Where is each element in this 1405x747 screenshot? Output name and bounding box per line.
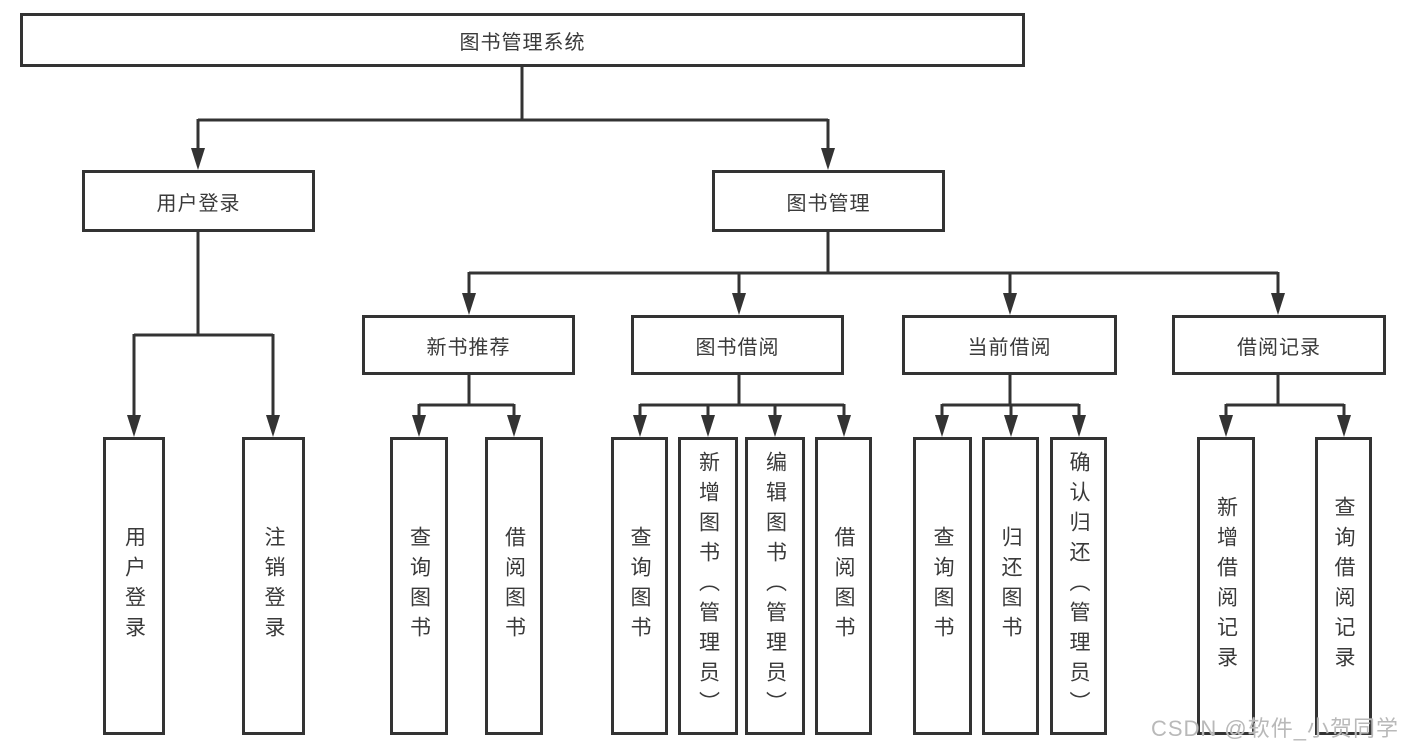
node-leaf-bb-edit-books-admin: 编辑图书（管理员） [745, 437, 805, 735]
node-leaf-bb-query-books: 查询图书 [611, 437, 668, 735]
node-book-borrowing: 图书借阅 [631, 315, 844, 375]
node-leaf-nb-borrow-books: 借阅图书 [485, 437, 543, 735]
node-book-management: 图书管理 [712, 170, 945, 232]
csdn-watermark: CSDN @软件_小贺同学 [1150, 716, 1399, 741]
node-library-management-system: 图书管理系统 [20, 13, 1025, 67]
node-leaf-user-login: 用户登录 [103, 437, 165, 735]
node-leaf-logout-login: 注销登录 [242, 437, 305, 735]
node-current-borrowing: 当前借阅 [902, 315, 1117, 375]
node-leaf-bb-borrow-books: 借阅图书 [815, 437, 872, 735]
node-leaf-cb-return-books: 归还图书 [982, 437, 1039, 735]
node-leaf-bb-add-books-admin: 新增图书（管理员） [678, 437, 738, 735]
node-user-login: 用户登录 [82, 170, 315, 232]
node-leaf-br-add-borrow-record: 新增借阅记录 [1197, 437, 1255, 735]
node-leaf-cb-query-books: 查询图书 [913, 437, 972, 735]
node-leaf-br-query-borrow-record: 查询借阅记录 [1315, 437, 1372, 735]
node-leaf-cb-confirm-return-admin: 确认归还（管理员） [1050, 437, 1107, 735]
node-new-book-recommendation: 新书推荐 [362, 315, 575, 375]
arrowheads [127, 148, 1351, 437]
node-borrowing-records: 借阅记录 [1172, 315, 1386, 375]
node-leaf-nb-query-books: 查询图书 [390, 437, 448, 735]
